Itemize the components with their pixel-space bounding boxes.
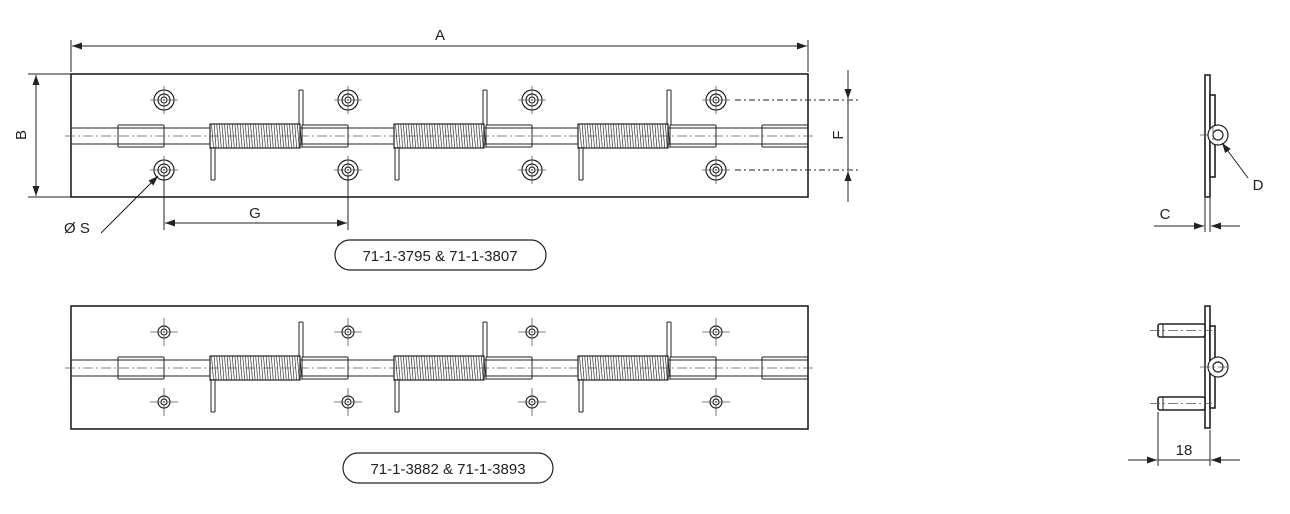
variant-label-top: 71-1-3795 & 71-1-3807 xyxy=(334,239,547,271)
mounting-hole xyxy=(518,156,546,184)
mounting-hole xyxy=(702,388,730,416)
dimension-b-label: B xyxy=(13,130,30,140)
variant-label-top-text: 71-1-3795 & 71-1-3807 xyxy=(362,248,517,265)
dimension-18-label: 18 xyxy=(1176,442,1193,459)
dimension-a-label: A xyxy=(435,27,445,44)
mounting-hole xyxy=(702,156,730,184)
mounting-hole xyxy=(334,388,362,416)
mounting-hole xyxy=(334,86,362,114)
hinge-front-view-top xyxy=(65,73,814,198)
dimension-s-label: Ø S xyxy=(64,220,90,237)
mounting-hole xyxy=(518,318,546,346)
dimension-d-label: D xyxy=(1253,177,1264,194)
mounting-hole xyxy=(150,86,178,114)
variant-label-bottom-text: 71-1-3882 & 71-1-3893 xyxy=(370,461,525,478)
mounting-hole xyxy=(518,388,546,416)
dimension-b: B xyxy=(13,73,72,198)
dimension-f-label: F xyxy=(830,130,847,139)
hinge-side-view-top: C D xyxy=(1154,74,1264,232)
dimension-c-label: C xyxy=(1160,206,1171,223)
dimension-a: A xyxy=(70,27,809,72)
mounting-hole xyxy=(150,318,178,346)
dimension-g: G xyxy=(163,176,349,230)
hinge-front-view-bottom xyxy=(65,305,814,430)
mounting-hole xyxy=(518,86,546,114)
mounting-hole xyxy=(150,388,178,416)
mounting-hole xyxy=(702,86,730,114)
mounting-hole xyxy=(334,318,362,346)
hinge-side-view-bottom: 18 xyxy=(1128,305,1240,466)
dimension-g-label: G xyxy=(249,205,261,222)
variant-label-bottom: 71-1-3882 & 71-1-3893 xyxy=(342,452,554,484)
dimension-f: F xyxy=(735,70,858,202)
dimension-s: Ø S xyxy=(64,175,159,237)
mounting-hole xyxy=(702,318,730,346)
